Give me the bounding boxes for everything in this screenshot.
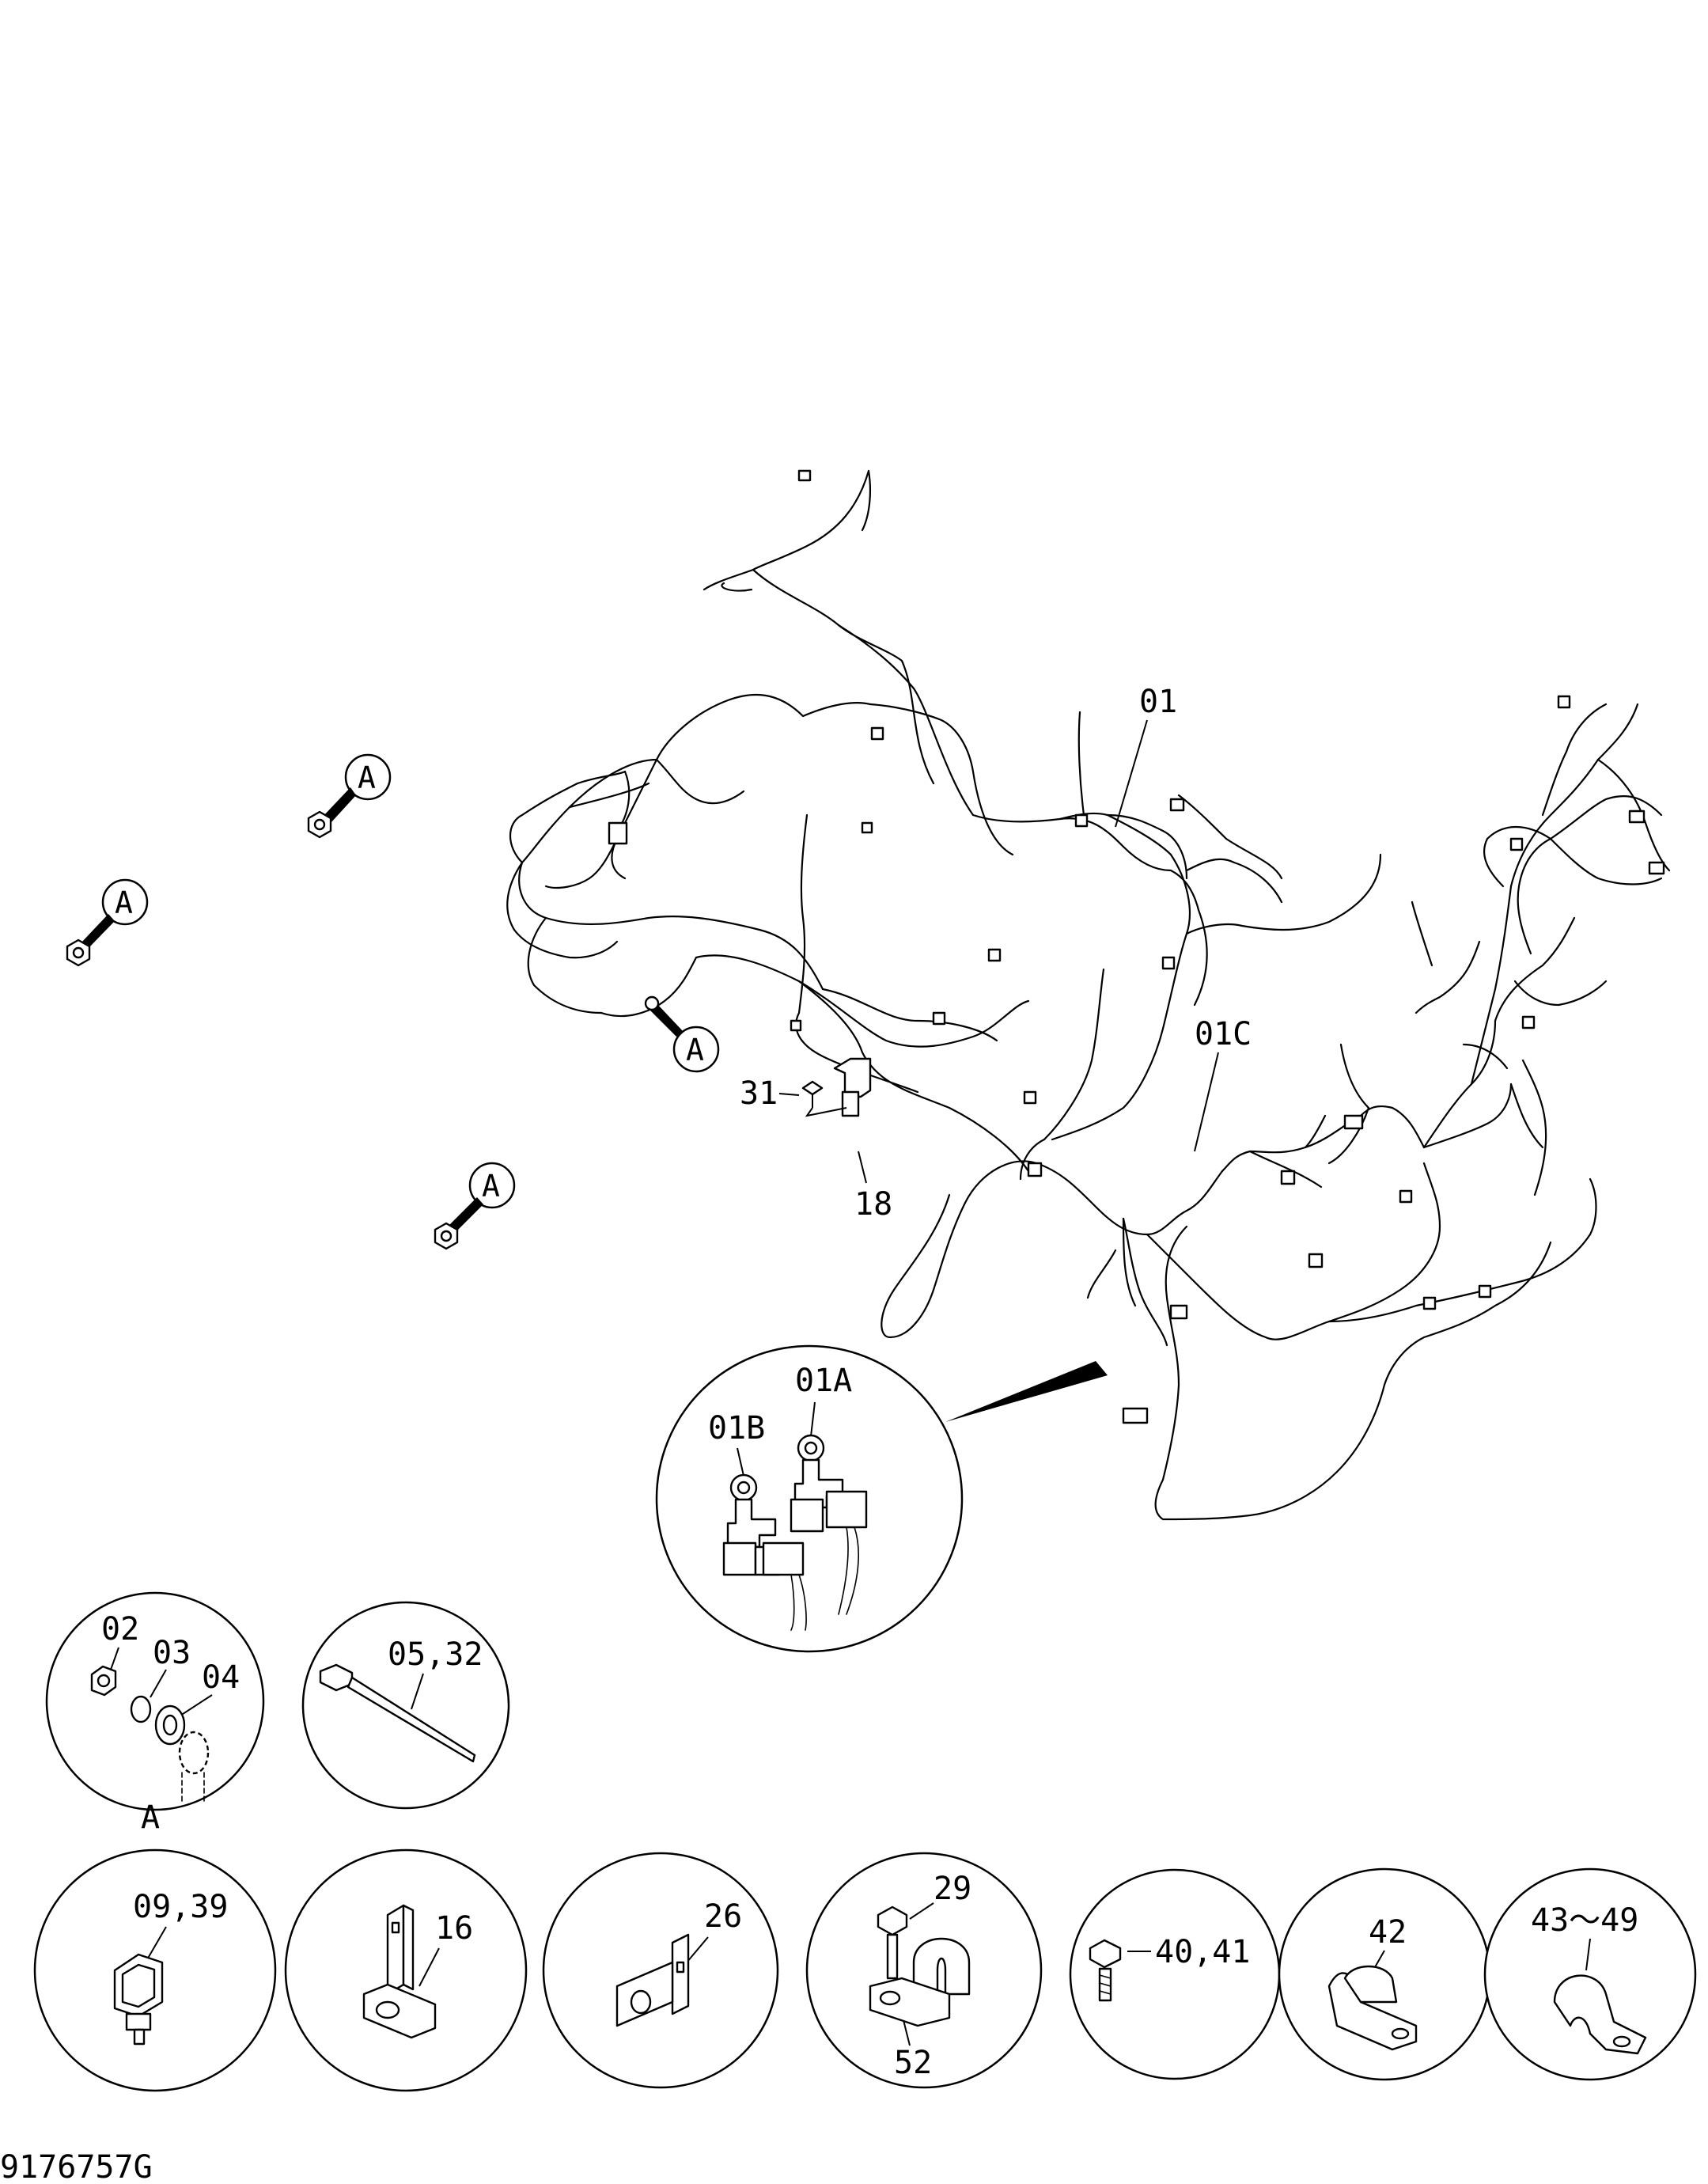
bolt-icon <box>1089 1939 1122 1969</box>
clamp-icon <box>1553 1974 1647 2055</box>
label-bracket-18: 18 <box>854 1186 892 1223</box>
label-part-02: 02 <box>101 1611 139 1647</box>
marker-a-label: A <box>482 1169 500 1204</box>
label-harness-01: 01 <box>1139 684 1177 720</box>
label-detail-a: A <box>141 1799 160 1836</box>
marker-a-label: A <box>686 1033 704 1067</box>
bracket-icon <box>671 1933 690 2015</box>
label-part-16: 16 <box>435 1910 473 1947</box>
label-part-26: 26 <box>704 1898 742 1935</box>
label-bolt-31: 31 <box>740 1075 778 1112</box>
detail-clip-09-39: 09,39 <box>33 1848 277 2092</box>
detail-hardware-a: 02 03 04 A <box>45 1591 265 1836</box>
terminal-icon <box>178 1731 210 1775</box>
main-labels: 01 01C 31 18 <box>740 684 1252 1223</box>
harness-clips <box>608 469 1665 1424</box>
marker-a-label: A <box>115 885 133 920</box>
label-part-05-32: 05,32 <box>388 1636 483 1673</box>
drawing-number: 9176757G <box>0 2149 153 2184</box>
marker-a-group-1: A <box>307 753 392 839</box>
label-part-09-39: 09,39 <box>133 1889 228 1925</box>
detail-bracket-16: 16 <box>284 1848 528 2092</box>
label-part-04: 04 <box>202 1659 240 1696</box>
bolt-icon <box>877 1905 908 1936</box>
marker-a-group-4: A <box>434 1162 516 1250</box>
bracket-icon <box>386 1904 405 1996</box>
bracket-18-assembly <box>801 1057 872 1117</box>
label-harness-01c: 01C <box>1195 1016 1252 1052</box>
lock-washer-icon <box>130 1695 152 1723</box>
detail-connectors-01a-01b: 01B 01A <box>655 1344 1108 1653</box>
ring-terminal-icon <box>644 995 660 1011</box>
label-part-42: 42 <box>1369 1914 1407 1951</box>
clamp-icon <box>912 1937 971 1996</box>
marker-a-label: A <box>358 760 376 795</box>
wiring-harness <box>506 469 1671 1521</box>
detail-clamp-42: 42 <box>1278 1867 1491 2081</box>
label-part-40-41: 40,41 <box>1155 1934 1250 1970</box>
marker-a-group-3: A <box>644 995 720 1073</box>
detail-cable-tie: 05,32 <box>301 1601 510 1810</box>
detail-clamp-43-49: 43～49 <box>1483 1867 1697 2081</box>
label-part-52: 52 <box>894 2045 932 2081</box>
detail-bolt-40-41: 40,41 <box>1069 1868 1281 2080</box>
detail-clamp-29-52: 29 52 <box>805 1852 1043 2089</box>
detail-bracket-26: 26 <box>542 1852 779 2089</box>
marker-a-group-2: A <box>66 878 149 967</box>
label-connector-01b: 01B <box>708 1410 765 1447</box>
label-connector-01a: 01A <box>795 1363 852 1399</box>
label-part-29: 29 <box>934 1871 971 1907</box>
label-part-43-49: 43～49 <box>1531 1902 1638 1939</box>
label-part-03: 03 <box>153 1635 191 1671</box>
